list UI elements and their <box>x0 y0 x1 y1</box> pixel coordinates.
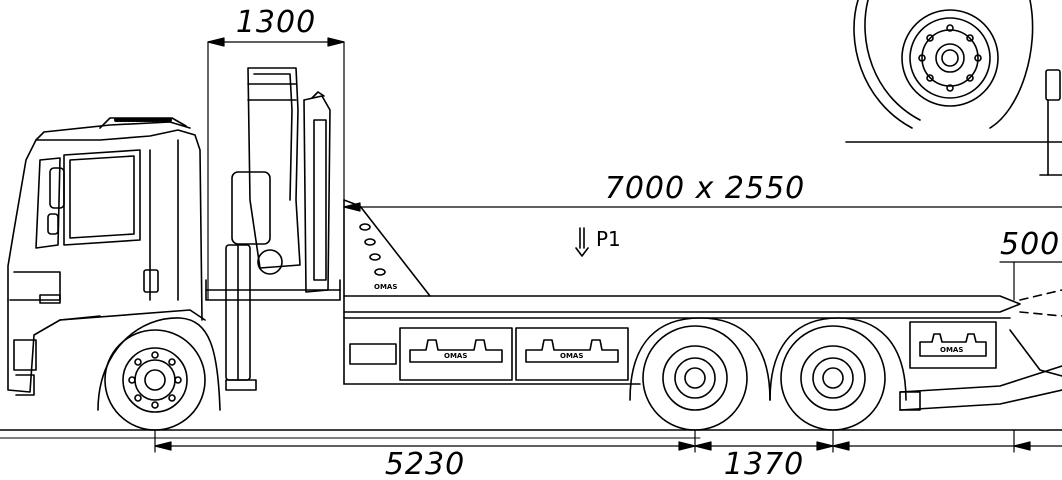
truck-cab <box>7 117 206 396</box>
loader-crane <box>205 67 341 391</box>
dimension-wheelbase: 5230 <box>385 447 465 480</box>
rear-tow-ramp <box>899 289 1062 411</box>
flatbed-platform <box>343 199 1021 385</box>
load-arrow-icon <box>575 227 589 257</box>
body-logo: OMAS <box>444 352 467 360</box>
body-logo: OMAS <box>560 352 583 360</box>
dimension-rear-overhang: 500 <box>1000 227 1060 262</box>
body-logo: OMAS <box>940 346 963 354</box>
rear-wheel-detail-view <box>845 0 1062 176</box>
dimension-crane-width: 1300 <box>236 5 316 40</box>
dimension-tandem: 1370 <box>724 447 804 480</box>
front-wheel <box>97 317 221 431</box>
tandem-rear-wheels <box>629 317 907 431</box>
dimension-lines <box>154 37 1062 453</box>
ground-line <box>0 429 1062 439</box>
body-logo: OMAS <box>374 283 397 291</box>
load-point-label: P1 <box>596 227 621 251</box>
dimension-platform: 7000 x 2550 <box>605 171 806 206</box>
